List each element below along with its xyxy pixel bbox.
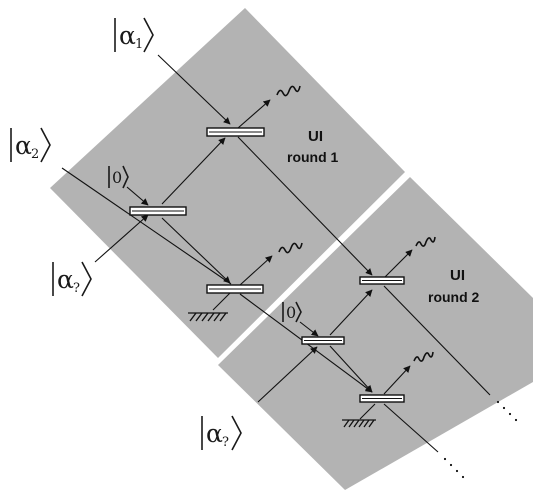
detector-icon-lower-round2 <box>413 351 434 362</box>
ket-vacuum-round1-label: 0 <box>108 165 129 189</box>
vacuum-1-ray <box>126 186 149 206</box>
ground-icon-round1 <box>188 312 228 322</box>
ray-r2lowerbs-to-ground <box>359 403 376 420</box>
beam-splitter-bottom-round1 <box>206 284 264 294</box>
alpha1-input-ray <box>157 54 231 125</box>
ray-r2leftbs-to-lowerbs <box>329 345 373 393</box>
svg-text:0: 0 <box>112 168 122 187</box>
round-1-label-text: round 1 <box>287 149 339 165</box>
detector-icon-top-round1 <box>276 85 301 97</box>
beam-splitter-lower-round2 <box>359 394 405 403</box>
vacuum-2-ray <box>299 321 319 337</box>
ray-r2lowerbs-out <box>383 403 439 453</box>
ray-leftbs-to-bottombs <box>161 217 231 284</box>
ket-alpha2-label: α 2 <box>10 127 51 163</box>
round-1-panel <box>50 8 405 358</box>
ray-bottombs-to-detector-1 <box>239 255 273 286</box>
svg-text:1: 1 <box>135 37 143 52</box>
ancilla-1-input-ray <box>94 214 149 263</box>
svg-text:α: α <box>15 131 32 160</box>
round-2-label-ui: UI <box>450 267 465 284</box>
svg-text:α: α <box>206 419 223 448</box>
beam-splitter-left-round1 <box>129 206 187 216</box>
ket-ancilla-round1-label: α ? <box>52 261 92 297</box>
svg-text:2: 2 <box>31 147 39 162</box>
continuation-dots-lower <box>443 457 465 479</box>
ray-r2upperbs-to-detector <box>383 249 413 279</box>
round-1-label-ui: UI <box>308 128 323 145</box>
round-2-panel <box>218 177 533 490</box>
ray-r2upperbs-out <box>383 285 491 396</box>
svg-text:?: ? <box>222 435 229 450</box>
ray-r2lowerbs-to-detector <box>383 365 411 395</box>
beam-splitter-top-round1 <box>206 127 265 137</box>
alpha2-input-ray <box>61 167 232 285</box>
ket-vacuum-round2-label: 0 <box>282 301 302 323</box>
ancilla-2-input-ray <box>257 346 318 403</box>
ket-alpha1-label: α 1 <box>114 17 154 53</box>
svg-text:0: 0 <box>286 303 296 322</box>
continuation-dots-upper <box>496 400 518 422</box>
ray-leftbs-to-topbs <box>161 137 226 205</box>
ray-r2leftbs-to-upperbs <box>329 289 373 336</box>
beam-splitter-upper-round2 <box>359 276 405 285</box>
svg-text:?: ? <box>73 281 80 296</box>
ground-icon-round2 <box>342 419 376 428</box>
ray-topbs-to-round2-upperbs <box>237 136 373 276</box>
detector-icon-upper-round2 <box>415 236 436 247</box>
ket-ancilla-round2-label: α ? <box>201 415 242 451</box>
ray-topbs-to-detector-1 <box>237 99 271 129</box>
round-2-label-text: round 2 <box>428 289 480 305</box>
ray-bottombs-to-ground-1 <box>212 292 231 311</box>
svg-text:α: α <box>57 265 74 294</box>
detector-icon-bottom-round1 <box>278 242 303 254</box>
svg-text:α: α <box>119 21 136 50</box>
beam-splitter-left-round2 <box>301 336 345 345</box>
